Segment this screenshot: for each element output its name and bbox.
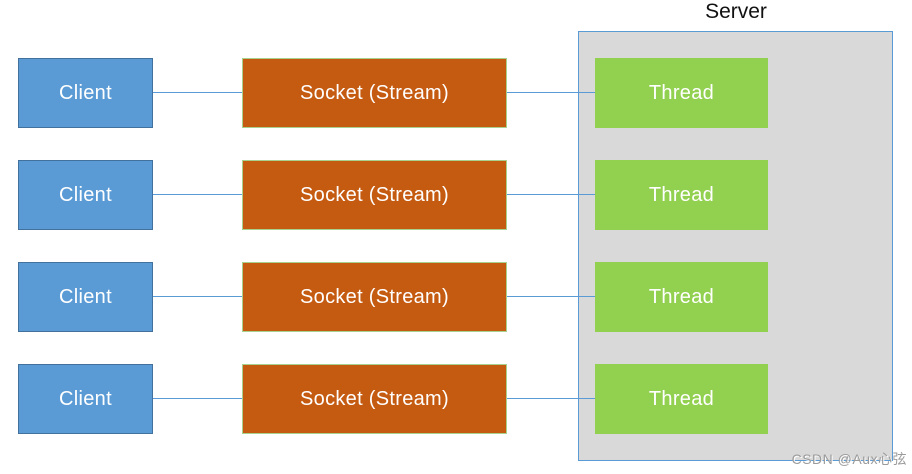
socket-label: Socket (Stream)	[300, 81, 449, 104]
socket-box: Socket (Stream)	[242, 58, 507, 128]
diagram-row: Client Socket (Stream) Thread	[0, 262, 912, 332]
diagram-row: Client Socket (Stream) Thread	[0, 364, 912, 434]
server-label: Server	[705, 0, 767, 23]
connector-socket-thread	[507, 398, 596, 399]
thread-label: Thread	[648, 183, 715, 206]
diagram-row: Client Socket (Stream) Thread	[0, 58, 912, 128]
diagram-row: Client Socket (Stream) Thread	[0, 160, 912, 230]
connector-client-socket	[153, 194, 242, 195]
thread-label: Thread	[648, 387, 715, 410]
connector-socket-thread	[507, 194, 596, 195]
thread-label: Thread	[648, 81, 715, 104]
client-label: Client	[59, 387, 112, 410]
connector-client-socket	[153, 92, 242, 93]
thread-box: Thread	[595, 262, 768, 332]
thread-box: Thread	[595, 58, 768, 128]
socket-label: Socket (Stream)	[300, 387, 449, 410]
thread-label: Thread	[648, 285, 715, 308]
connector-client-socket	[153, 398, 242, 399]
connector-socket-thread	[507, 92, 596, 93]
socket-label: Socket (Stream)	[300, 285, 449, 308]
client-label: Client	[59, 81, 112, 104]
client-box: Client	[18, 262, 153, 332]
thread-box: Thread	[595, 160, 768, 230]
client-label: Client	[59, 285, 112, 308]
connector-socket-thread	[507, 296, 596, 297]
socket-box: Socket (Stream)	[242, 160, 507, 230]
socket-box: Socket (Stream)	[242, 364, 507, 434]
client-box: Client	[18, 364, 153, 434]
socket-label: Socket (Stream)	[300, 183, 449, 206]
client-label: Client	[59, 183, 112, 206]
socket-box: Socket (Stream)	[242, 262, 507, 332]
thread-box: Thread	[595, 364, 768, 434]
csdn-watermark: CSDN @Aux心弦	[791, 451, 907, 467]
client-box: Client	[18, 58, 153, 128]
connector-client-socket	[153, 296, 242, 297]
client-box: Client	[18, 160, 153, 230]
